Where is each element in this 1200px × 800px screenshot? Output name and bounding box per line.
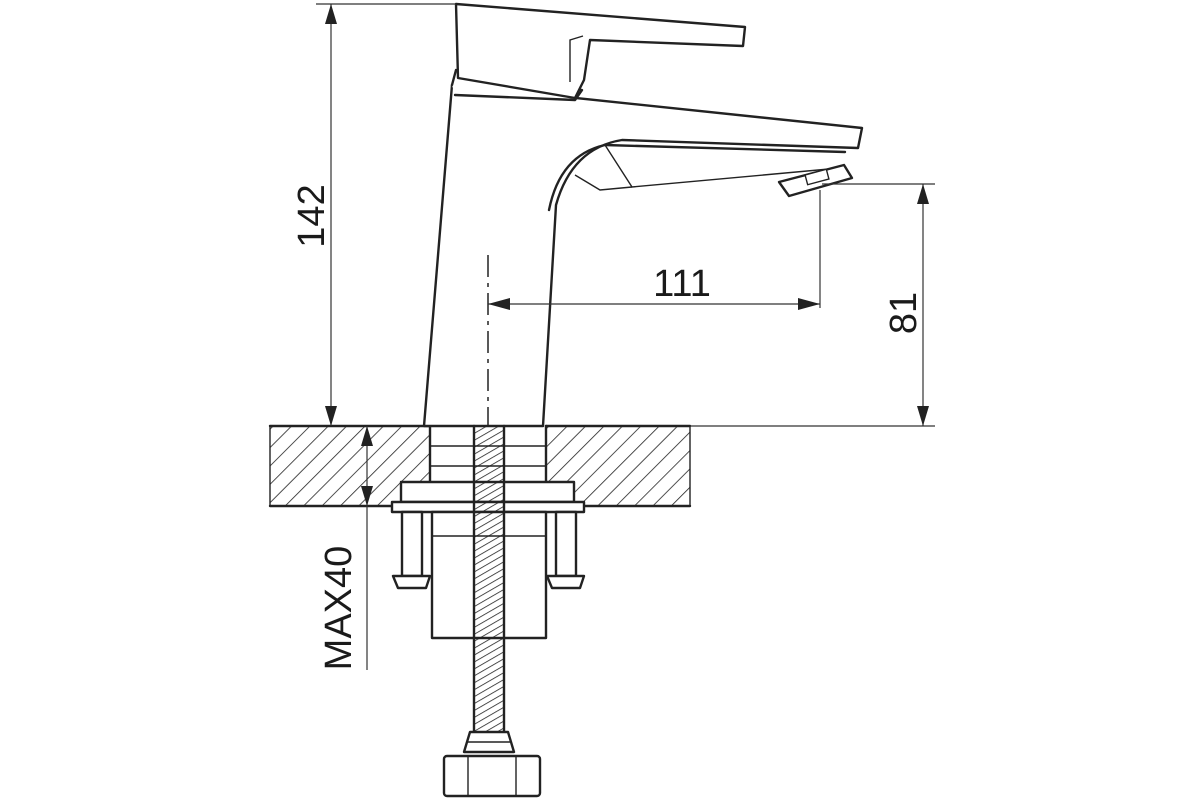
threaded-rod (472, 424, 506, 734)
dimension-81-label: 81 (883, 292, 925, 334)
dimension-spout-reach: 111 (488, 190, 821, 310)
dimension-111-label: 111 (653, 263, 711, 305)
mounting-bolt-right (545, 510, 586, 590)
faucet-handle (454, 2, 747, 100)
faucet-spout (547, 143, 854, 212)
dimension-142-label: 142 (291, 184, 333, 247)
hose-fitting (442, 730, 542, 798)
dimension-max40-label: MAX40 (318, 546, 360, 671)
mounting-bolt-left (391, 510, 432, 590)
dimension-max-thickness: MAX40 (318, 426, 373, 670)
dimension-overall-height: 142 (291, 3, 456, 426)
dimension-spout-height: 81 (690, 183, 935, 427)
faucet-body (422, 68, 864, 428)
